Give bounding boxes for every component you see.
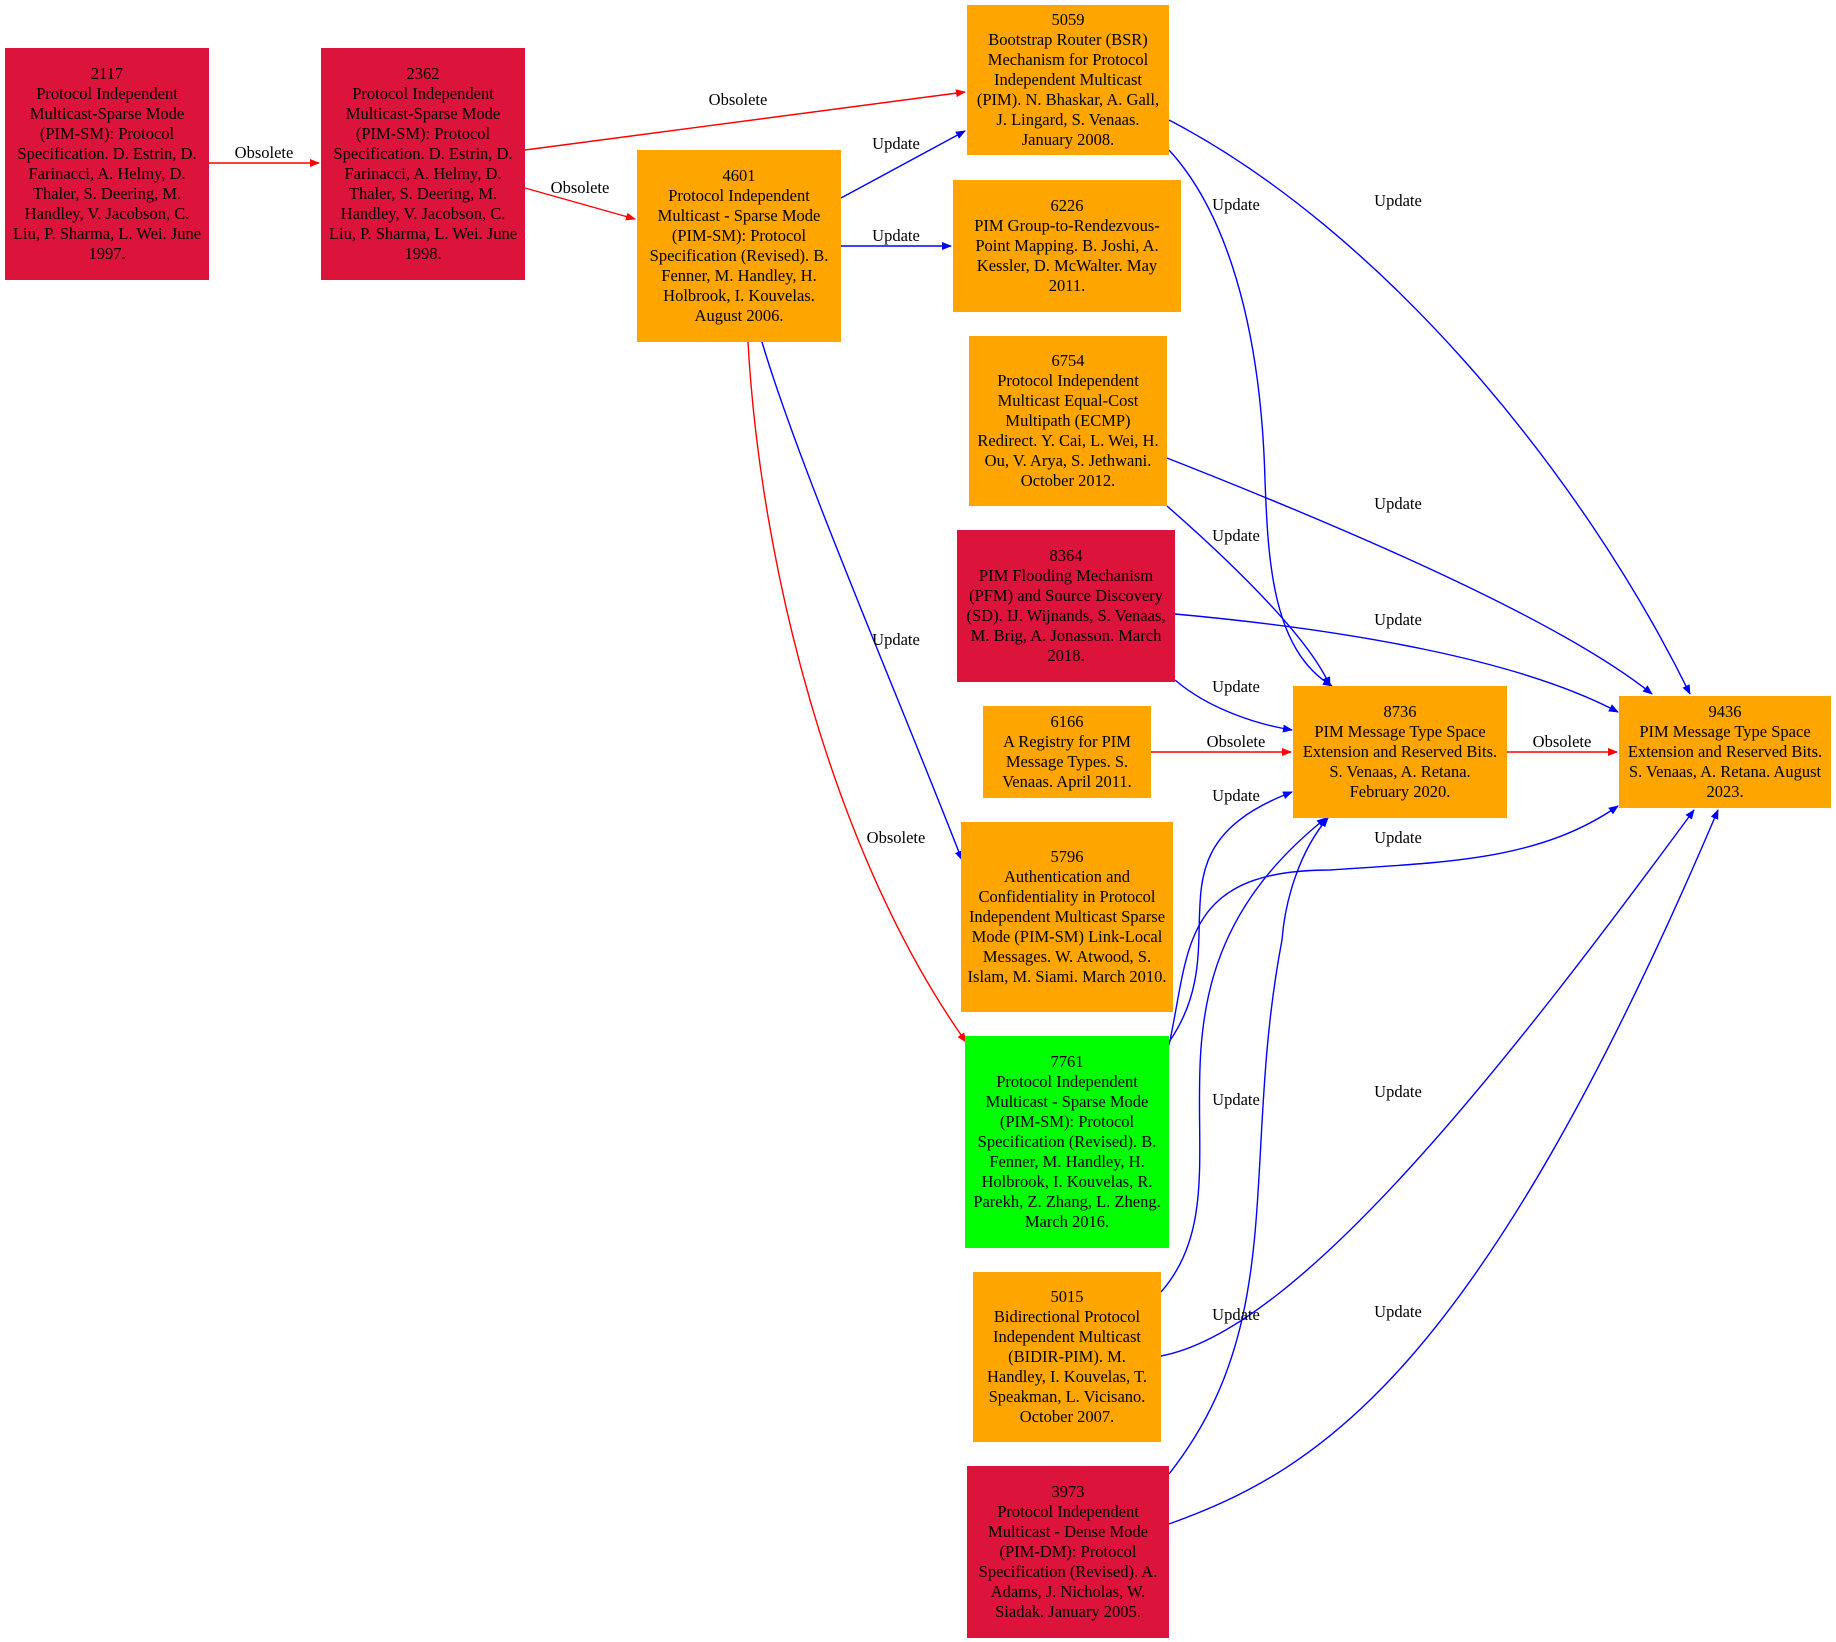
edge-label-8736-to-9436: Obsolete: [1533, 732, 1592, 751]
rfc-node-5796[interactable]: 5796 Authentication and Confidentiality …: [961, 822, 1173, 1012]
edge-5059-to-9436: [1168, 119, 1691, 695]
edge-label-4601-to-6226: Update: [872, 226, 920, 245]
edge-label-7761-to-9436: Update: [1374, 828, 1422, 847]
edge-5059-to-8736: [1168, 149, 1333, 687]
rfc-node-5059[interactable]: 5059 Bootstrap Router (BSR) Mechanism fo…: [967, 5, 1169, 155]
rfc-number: 4601: [722, 166, 756, 185]
rfc-number: 6754: [1051, 351, 1085, 370]
edge-4601-to-7761: [747, 341, 967, 1043]
rfc-title: Protocol Independent Multicast - Sparse …: [973, 1072, 1161, 1231]
edge-label-8364-to-9436: Update: [1374, 610, 1422, 629]
rfc-title: PIM Message Type Space Extension and Res…: [1627, 722, 1823, 801]
rfc-node-2362[interactable]: 2362 Protocol Independent Multicast-Spar…: [321, 48, 525, 280]
rfc-node-7761[interactable]: 7761 Protocol Independent Multicast - Sp…: [965, 1036, 1169, 1248]
edge-4601-to-5059: [840, 130, 966, 199]
edge-8364-to-8736: [1174, 679, 1293, 733]
edge-3973-to-8736: [1168, 817, 1329, 1475]
edge-label-7761-to-8736: Update: [1212, 786, 1260, 805]
edge-3973-to-9436: [1168, 809, 1719, 1525]
edge-label-4601-to-7761: Obsolete: [867, 828, 926, 847]
edge-2362-to-5059: [524, 89, 966, 151]
edge-5015-to-9436: [1160, 809, 1695, 1357]
rfc-title: PIM Group-to-Rendezvous-Point Mapping. B…: [974, 216, 1160, 295]
edge-label-2362-to-5059: Obsolete: [709, 90, 768, 109]
rfc-number: 5796: [1050, 847, 1084, 866]
rfc-number: 8736: [1383, 702, 1417, 721]
rfc-node-3973[interactable]: 3973 Protocol Independent Multicast - De…: [967, 1466, 1169, 1638]
edge-label-5059-to-8736: Update: [1212, 195, 1260, 214]
edge-4601-to-5796: [761, 341, 963, 861]
edge-label-5015-to-8736: Update: [1212, 1090, 1260, 1109]
rfc-node-6754[interactable]: 6754 Protocol Independent Multicast Equa…: [969, 336, 1167, 506]
rfc-number: 5015: [1050, 1287, 1084, 1306]
edge-label-4601-to-5796: Update: [872, 630, 920, 649]
rfc-title: PIM Message Type Space Extension and Res…: [1302, 722, 1498, 801]
edge-label-2117-to-2362: Obsolete: [235, 143, 294, 162]
rfc-number: 8364: [1049, 546, 1083, 565]
rfc-number: 5059: [1051, 10, 1085, 29]
rfc-title: Protocol Independent Multicast Equal-Cos…: [977, 371, 1159, 490]
edge-7761-to-9436: [1168, 805, 1619, 1046]
rfc-title: Protocol Independent Multicast - Dense M…: [978, 1502, 1158, 1621]
edge-label-3973-to-8736: Update: [1212, 1305, 1260, 1324]
rfc-number: 3973: [1051, 1482, 1085, 1501]
rfc-node-2117[interactable]: 2117 Protocol Independent Multicast-Spar…: [5, 48, 209, 280]
edge-7761-to-8736: [1168, 791, 1293, 1043]
rfc-title: Protocol Independent Multicast-Sparse Mo…: [328, 84, 518, 263]
rfc-node-9436[interactable]: 9436 PIM Message Type Space Extension an…: [1619, 696, 1831, 808]
edge-label-5015-to-9436: Update: [1374, 1082, 1422, 1101]
rfc-number: 7761: [1050, 1052, 1084, 1071]
edge-label-6754-to-8736: Update: [1212, 526, 1260, 545]
rfc-node-5015[interactable]: 5015 Bidirectional Protocol Independent …: [973, 1272, 1161, 1442]
edge-6754-to-9436: [1166, 457, 1653, 695]
edge-label-5059-to-9436: Update: [1374, 191, 1422, 210]
rfc-title: A Registry for PIM Message Types. S. Ven…: [1002, 732, 1132, 791]
edge-label-3973-to-9436: Update: [1374, 1302, 1422, 1321]
rfc-title: Authentication and Confidentiality in Pr…: [967, 867, 1167, 986]
rfc-node-6166[interactable]: 6166 A Registry for PIM Message Types. S…: [983, 706, 1151, 798]
rfc-number: 6226: [1050, 196, 1084, 215]
rfc-node-6226[interactable]: 6226 PIM Group-to-Rendezvous-Point Mappi…: [953, 180, 1181, 312]
edge-label-6754-to-9436: Update: [1374, 494, 1422, 513]
rfc-title: Bidirectional Protocol Independent Multi…: [986, 1307, 1148, 1426]
rfc-node-8736[interactable]: 8736 PIM Message Type Space Extension an…: [1293, 686, 1507, 818]
edge-label-6166-to-8736: Obsolete: [1207, 732, 1266, 751]
rfc-number: 2362: [406, 64, 440, 83]
rfc-title: Bootstrap Router (BSR) Mechanism for Pro…: [976, 30, 1160, 149]
edge-label-8364-to-8736: Update: [1212, 677, 1260, 696]
edge-5015-to-8736: [1160, 817, 1327, 1293]
rfc-node-8364[interactable]: 8364 PIM Flooding Mechanism (PFM) and So…: [957, 530, 1175, 682]
edge-label-2362-to-4601: Obsolete: [551, 178, 610, 197]
rfc-title: Protocol Independent Multicast - Sparse …: [649, 186, 829, 325]
rfc-title: Protocol Independent Multicast-Sparse Mo…: [12, 84, 202, 263]
rfc-number: 2117: [90, 64, 124, 83]
rfc-number: 9436: [1708, 702, 1742, 721]
rfc-number: 6166: [1050, 712, 1084, 731]
rfc-node-4601[interactable]: 4601 Protocol Independent Multicast - Sp…: [637, 150, 841, 342]
edge-label-4601-to-5059: Update: [872, 134, 920, 153]
edge-8364-to-9436: [1174, 613, 1619, 713]
edge-2362-to-4601: [524, 187, 636, 221]
rfc-title: PIM Flooding Mechanism (PFM) and Source …: [966, 566, 1166, 665]
edge-6754-to-8736: [1166, 505, 1331, 687]
